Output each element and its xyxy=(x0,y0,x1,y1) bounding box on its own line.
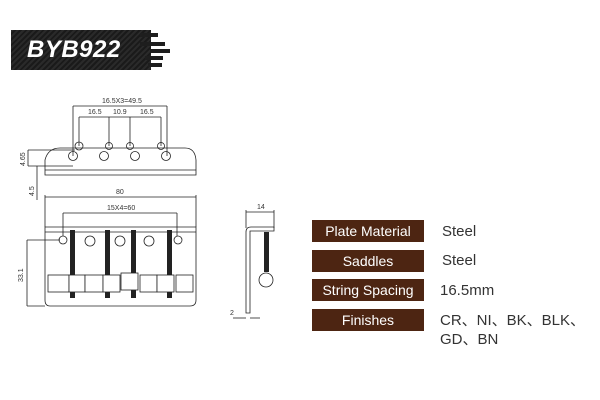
dim-mount: 15X4=60 xyxy=(107,205,135,212)
spec-value-finishes: CR、NI、BK、BLK、 xyxy=(440,312,586,329)
logo-stripe xyxy=(150,49,170,53)
dim-height: 33.1 xyxy=(18,268,25,282)
model-logo: BYB922 xyxy=(11,30,151,70)
top-view xyxy=(27,105,197,200)
spec-label-finishes: Finishes xyxy=(312,309,424,331)
logo-stripe xyxy=(140,33,158,37)
logo-stripe xyxy=(145,56,163,60)
side-view xyxy=(233,210,275,319)
dim-height-b: 4.5 xyxy=(29,186,36,196)
dim-top-total: 16.5X3=49.5 xyxy=(102,98,142,105)
spec-label-string-spacing: String Spacing xyxy=(312,279,424,301)
front-view xyxy=(26,195,197,307)
spec-label-saddles: Saddles xyxy=(312,250,424,272)
model-name: BYB922 xyxy=(27,36,121,63)
dim-width: 80 xyxy=(116,189,124,196)
dim-top-a: 16.5 xyxy=(88,109,102,116)
dim-side-width: 14 xyxy=(257,204,265,211)
spec-value-string-spacing: 16.5mm xyxy=(440,282,495,299)
spec-value-finishes-line2: GD、BN xyxy=(440,331,499,348)
spec-value-plate-material: Steel xyxy=(442,223,477,240)
dim-top-c: 16.5 xyxy=(140,109,154,116)
dim-height-a: 4.65 xyxy=(20,152,27,166)
spec-value-saddles: Steel xyxy=(442,252,477,269)
dim-top-b: 10.9 xyxy=(113,109,127,116)
spec-label-plate-material: Plate Material xyxy=(312,220,424,242)
logo-stripe xyxy=(148,63,162,67)
logo-stripe xyxy=(140,42,165,46)
dim-side-thickness: 2 xyxy=(230,310,234,317)
